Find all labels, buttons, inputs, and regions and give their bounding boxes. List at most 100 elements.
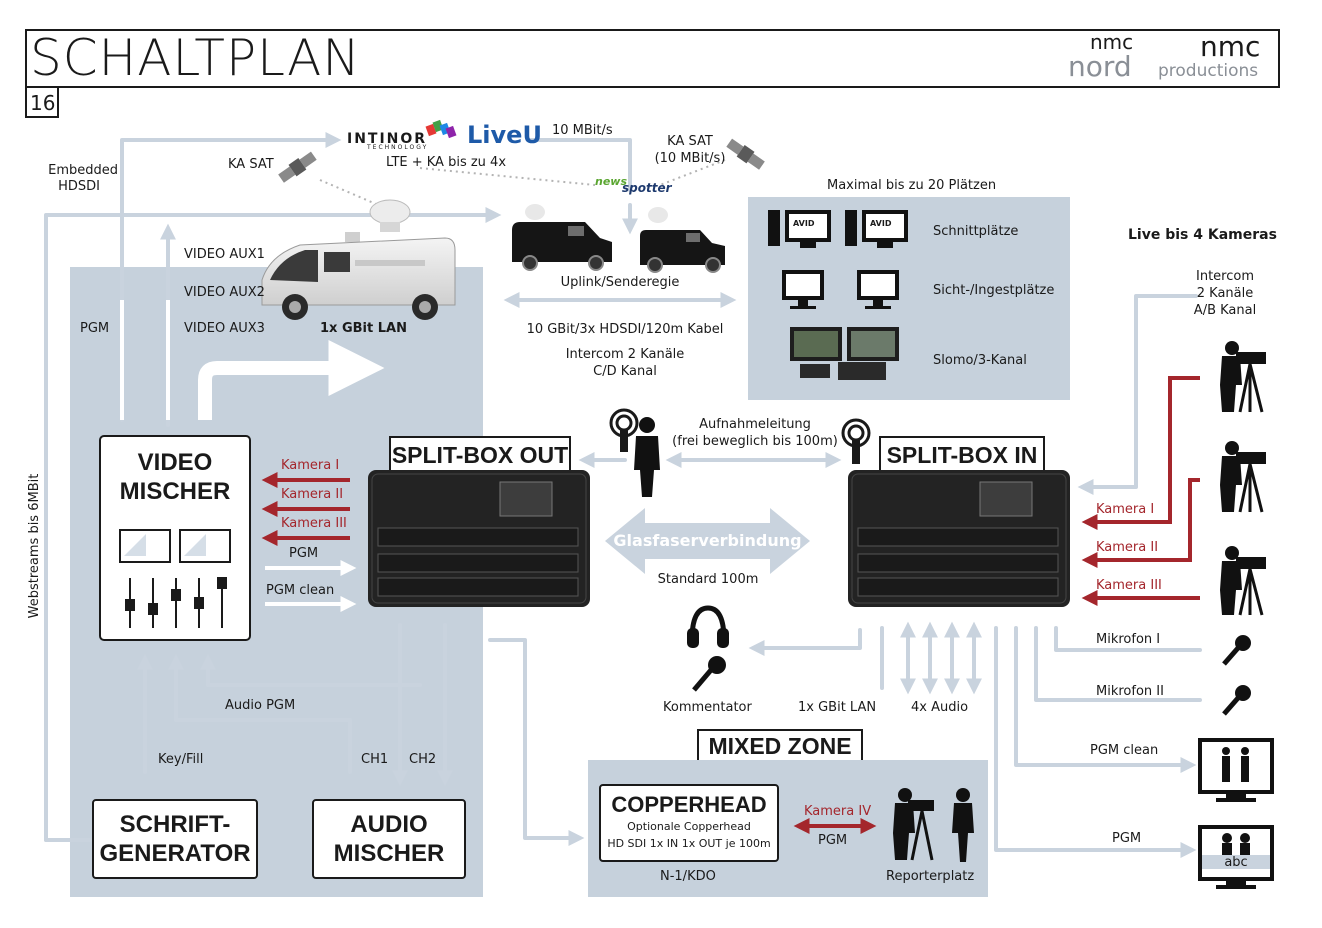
video-mixer-fader-icon [119,529,231,628]
video-aux1-label: VIDEO AUX1 [184,247,265,262]
sicht-label: Sicht-/Ingestplätze [933,283,1055,298]
cable-label: 10 GBit/3x HDSDI/120m Kabel [526,322,724,337]
intinor-logo: INTINOR [347,131,428,147]
ob-van-icon [261,199,456,320]
schnitt-label: Schnittplätze [933,224,1019,239]
audio-mischer-box [312,799,466,879]
tv-monitor-icon [1198,738,1274,802]
mixed-zone-title: MIXED ZONE [708,733,852,759]
right-cam1-label: Kamera I [1096,502,1155,517]
mixer-pgm-label: PGM [289,546,319,561]
workstation-heading: Maximal bis zu 20 Plätzen [827,178,997,193]
mixer-cam3-label: Kamera III [281,516,347,531]
right-cam3-label: Kamera III [1096,578,1162,593]
reporter-icon [893,788,974,862]
audio-mischer-title-2: MISCHER [333,840,445,867]
camera-operator-icon [1220,341,1266,413]
person-icon [634,417,660,497]
intercom-cd-label-2: C/D Kanal [593,364,657,379]
liveu-logo: LiveU [467,121,542,149]
intercom-ab-label-3: A/B Kanal [1193,303,1257,318]
mic1-label: Mikrofon I [1096,632,1161,647]
page-title: SCHALTPLAN [30,29,361,87]
intinor-sub: TECHNOLOGY [367,144,429,151]
camera-operator-icon [1220,441,1266,513]
mixer-pgm-clean-label: PGM clean [266,583,335,598]
newspotter-logo-bottom: spotter [622,181,672,195]
schrift-generator-title-1: SCHRIFT- [119,811,231,838]
right-cam2-label: Kamera II [1096,540,1159,555]
copperhead-sub-1: Optionale Copperhead [627,820,751,833]
kommentator-label: Kommentator [663,700,752,715]
video-mixer-title-2: MISCHER [119,478,231,505]
monitor-icon [782,270,899,309]
lte-label: LTE + KA bis zu 4x [386,155,507,170]
lower-lan-label: 1x GBit LAN [798,700,877,715]
video-mixer-title-1: VIDEO [137,449,213,476]
satellite-icon [278,151,317,183]
copperhead-box [599,784,779,862]
mixer-cam1-label: Kamera I [281,458,340,473]
webstreams-label: Webstreams bis 6MBit [27,473,42,619]
microphone-icon [692,656,726,692]
signal-lines [44,132,1202,858]
abc-caption: abc [1224,855,1248,870]
intercom-cd-label-1: Intercom 2 Kanäle [565,347,685,362]
key-fill-label: Key/Fill [158,752,204,767]
split-box-out-device-icon [368,436,590,607]
ka-sat-right-label: KA SAT [667,134,713,149]
ka-sat-right-rate: (10 MBit/s) [654,151,726,166]
lan-arrow [198,340,385,420]
newspotter-logo-top: news [595,175,628,188]
avid-workstation-icon [768,210,908,248]
ka-sat-left-label: KA SAT [228,157,274,172]
mic2-label: Mikrofon II [1096,684,1164,699]
headphones-icon [687,605,729,648]
video-mixer-camera-arrows [261,472,350,546]
embedded-label: Embedded [48,163,118,178]
nmc-nord-logo-top: nmc [1090,30,1134,54]
tv-monitor-icon [1198,825,1274,889]
slomo-station-icon [790,327,899,380]
video-mixer-box [99,435,251,641]
uplink-label: Uplink/Senderegie [560,275,680,290]
video-aux3-label: VIDEO AUX3 [184,321,265,336]
split-box-out-title: SPLIT-BOX OUT [391,442,569,468]
ch1-label: CH1 [361,752,389,767]
van-lan-label: 1x GBit LAN [320,321,407,336]
slomo-label: Slomo/3-Kanal [933,353,1027,368]
mixed-zone-pgm-label: PGM [818,833,848,848]
camera-operator-icon [1220,546,1266,616]
glasfaser-arrow [605,508,810,574]
audio-pgm-label: Audio PGM [225,698,296,713]
audio-mischer-title-1: AUDIO [350,811,428,838]
pgm-vertical-label: PGM [80,321,110,336]
rate-label: 10 MBit/s [552,123,613,138]
satellite-icon [726,138,765,170]
audio4-label: 4x Audio [911,700,969,715]
header-frame [25,29,1280,118]
mixer-cam2-label: Kamera II [281,487,344,502]
mixed-zone-tab [697,729,863,760]
live-cameras-label: Live bis 4 Kameras [1128,227,1277,243]
newspotter-van-icon [512,222,725,273]
reporter-label: Reporterplatz [886,869,975,884]
avid-label: AVID [870,219,892,228]
split-box-in-title: SPLIT-BOX IN [886,442,1038,468]
page-number: 16 [30,91,56,115]
intinor-logo-icon [425,119,457,139]
recording-line-label-2: (frei beweglich bis 100m) [672,434,838,449]
nmc-productions-logo-bottom: productions [1158,61,1259,81]
right-pgm-clean-label: PGM clean [1090,743,1159,758]
wireless-antenna-icon [609,408,639,452]
copperhead-sub-2: HD SDI 1x IN 1x OUT je 100m [607,837,771,850]
camera4-label: Kamera IV [804,804,872,819]
split-box-in-device-icon [848,436,1070,607]
glasfaser-label: Glasfaserverbindung [613,531,802,550]
microphone-icon [1222,635,1251,666]
video-aux2-label: VIDEO AUX2 [184,285,265,300]
video-mixer-out-arrows [265,560,357,612]
right-pgm-label: PGM [1112,831,1142,846]
